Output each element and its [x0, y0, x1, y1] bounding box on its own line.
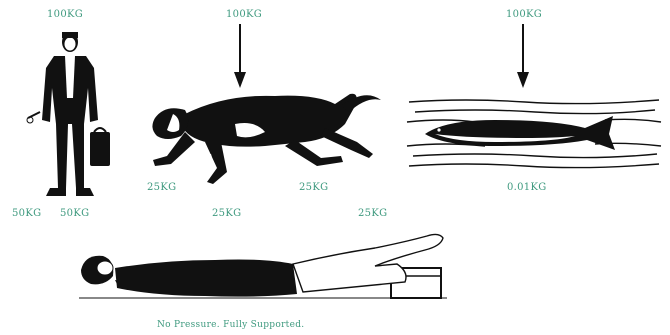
fish-down-arrow-icon [516, 24, 530, 90]
man-right-foot-label: 50KG [60, 208, 89, 219]
man-weight-label: 100KG [47, 9, 83, 20]
reclining-woman-illustration [75, 224, 455, 316]
standing-man-illustration [20, 28, 120, 208]
fish-in-water-illustration [405, 94, 663, 174]
dog-weight-label: 100KG [226, 9, 262, 20]
dog-down-arrow-icon [233, 24, 247, 90]
fish-support-label: 0.01KG [507, 182, 547, 193]
dog-paw-label-3: 25KG [212, 208, 241, 219]
running-dog-illustration [145, 84, 385, 194]
woman-caption: No Pressure. Fully Supported. [157, 320, 304, 330]
fish-weight-label: 100KG [506, 9, 542, 20]
dog-paw-label-4: 25KG [358, 208, 387, 219]
man-left-foot-label: 50KG [12, 208, 41, 219]
dog-paw-label-2: 25KG [299, 182, 328, 193]
dog-paw-label-1: 25KG [147, 182, 176, 193]
